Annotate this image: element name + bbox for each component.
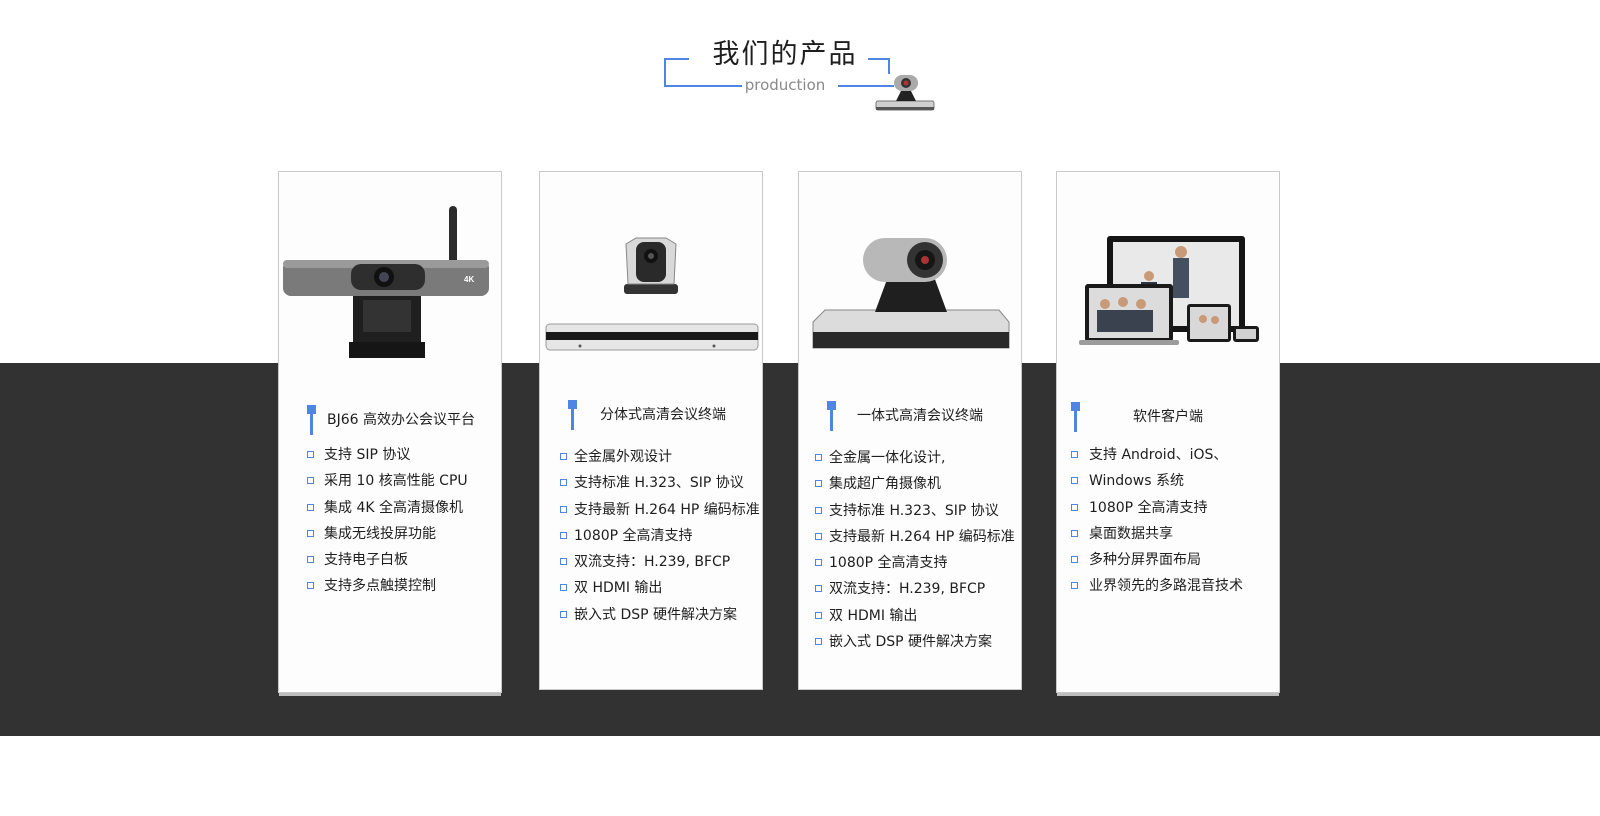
checkbox-icon xyxy=(815,480,822,488)
feature-item: 全金属一体化设计, xyxy=(815,445,1015,471)
bracket-right-vertical xyxy=(888,58,890,74)
feature-item: 双流支持：H.239, BFCP xyxy=(815,576,1015,602)
feature-list: 全金属外观设计 支持标准 H.323、SIP 协议 支持最新 H.264 HP … xyxy=(560,444,760,628)
checkbox-icon xyxy=(307,503,314,511)
checkbox-icon xyxy=(560,531,567,539)
svg-text:4K: 4K xyxy=(464,275,474,284)
checkbox-icon xyxy=(307,556,314,564)
product-card-integrated-terminal[interactable]: 一体式高清会议终端 全金属一体化设计, 集成超广角摄像机 支持标准 H.323、… xyxy=(798,171,1022,690)
bracket-left-bottom xyxy=(664,85,742,87)
feature-item: 业界领先的多路混音技术 xyxy=(1071,573,1243,599)
feature-list: 全金属一体化设计, 集成超广角摄像机 支持标准 H.323、SIP 协议 支持最… xyxy=(815,445,1015,655)
feature-item: 支持电子白板 xyxy=(307,547,468,573)
feature-item: 桌面数据共享 xyxy=(1071,521,1243,547)
section-header: 我们的产品 production xyxy=(660,26,940,116)
checkbox-icon xyxy=(560,505,567,513)
card-shadow xyxy=(1057,693,1279,696)
feature-item: 支持标准 H.323、SIP 协议 xyxy=(815,498,1015,524)
product-card-split-terminal[interactable]: 分体式高清会议终端 全金属外观设计 支持标准 H.323、SIP 协议 支持最新… xyxy=(539,171,763,690)
bracket-right-bottom xyxy=(838,85,894,87)
checkbox-icon xyxy=(560,453,567,460)
product-title: 软件客户端 xyxy=(1071,402,1273,432)
feature-item: 采用 10 核高性能 CPU xyxy=(307,468,468,494)
checkbox-icon xyxy=(815,506,822,514)
checkbox-icon xyxy=(815,454,822,461)
feature-item: 集成 4K 全高清摄像机 xyxy=(307,495,468,521)
feature-item: 支持 SIP 协议 xyxy=(307,442,468,468)
page-subtitle: production xyxy=(744,76,826,94)
feature-item: Windows 系统 xyxy=(1071,468,1243,494)
feature-item: 支持 Android、iOS、 xyxy=(1071,442,1243,468)
bracket-left-top xyxy=(664,58,689,60)
feature-item: 双流支持：H.239, BFCP xyxy=(560,549,760,575)
checkbox-icon xyxy=(307,582,314,590)
multi-device-software-client-icon xyxy=(1079,236,1259,345)
checkbox-icon xyxy=(307,529,314,537)
feature-item: 支持多点触摸控制 xyxy=(307,573,468,599)
product-title: 分体式高清会议终端 xyxy=(568,400,756,430)
checkbox-icon xyxy=(307,451,314,458)
page-title: 我们的产品 xyxy=(712,39,858,70)
checkbox-icon xyxy=(815,559,822,567)
feature-item: 双 HDMI 输出 xyxy=(815,603,1015,629)
feature-list: 支持 Android、iOS、 Windows 系统 1080P 全高清支持 桌… xyxy=(1071,442,1243,600)
integrated-conference-terminal-icon xyxy=(812,238,1010,349)
card-shadow xyxy=(279,693,501,696)
feature-item: 1080P 全高清支持 xyxy=(560,523,760,549)
checkbox-icon xyxy=(1071,477,1078,485)
feature-item: 1080P 全高清支持 xyxy=(815,550,1015,576)
bracket-right-top xyxy=(868,58,890,60)
feature-item: 支持最新 H.264 HP 编码标准 xyxy=(560,497,760,523)
checkbox-icon xyxy=(815,611,822,619)
checkbox-icon xyxy=(307,477,314,485)
checkbox-icon xyxy=(1071,451,1078,458)
4k-usb-conference-camera-icon: 4K xyxy=(283,206,489,358)
product-title: 一体式高清会议终端 xyxy=(827,401,1015,431)
title-marker-icon xyxy=(568,400,577,430)
feature-item: 全金属外观设计 xyxy=(560,444,760,470)
product-title: BJ66 高效办公会议平台 xyxy=(307,405,495,435)
checkbox-icon xyxy=(1071,556,1078,564)
bracket-left-vertical xyxy=(664,58,666,86)
checkbox-icon xyxy=(560,610,567,618)
title-marker-icon xyxy=(1071,402,1080,432)
feature-item: 嵌入式 DSP 硬件解决方案 xyxy=(560,602,760,628)
feature-item: 集成超广角摄像机 xyxy=(815,471,1015,497)
checkbox-icon xyxy=(815,638,822,646)
title-marker-icon xyxy=(827,401,836,431)
feature-item: 嵌入式 DSP 硬件解决方案 xyxy=(815,629,1015,655)
checkbox-icon xyxy=(815,532,822,540)
checkbox-icon xyxy=(815,585,822,593)
checkbox-icon xyxy=(560,558,567,566)
checkbox-icon xyxy=(560,479,567,487)
feature-item: 集成无线投屏功能 xyxy=(307,521,468,547)
feature-item: 双 HDMI 输出 xyxy=(560,575,760,601)
product-card-software-client[interactable]: 软件客户端 支持 Android、iOS、 Windows 系统 1080P 全… xyxy=(1056,171,1280,696)
feature-item: 支持标准 H.323、SIP 协议 xyxy=(560,470,760,496)
feature-item: 支持最新 H.264 HP 编码标准 xyxy=(815,524,1015,550)
product-card-bj66[interactable]: 4K BJ66 高效办公会议平台 支持 SIP 协议 采用 10 核高性能 CP… xyxy=(278,171,502,696)
title-marker-icon xyxy=(307,405,316,435)
ptz-camera-and-codec-icon xyxy=(545,237,759,351)
checkbox-icon xyxy=(1071,582,1078,590)
video-conference-terminal-icon xyxy=(875,75,935,111)
checkbox-icon xyxy=(1071,529,1078,537)
checkbox-icon xyxy=(1071,503,1078,511)
feature-item: 多种分屏界面布局 xyxy=(1071,547,1243,573)
feature-list: 支持 SIP 协议 采用 10 核高性能 CPU 集成 4K 全高清摄像机 集成… xyxy=(307,442,468,600)
checkbox-icon xyxy=(560,584,567,592)
feature-item: 1080P 全高清支持 xyxy=(1071,495,1243,521)
